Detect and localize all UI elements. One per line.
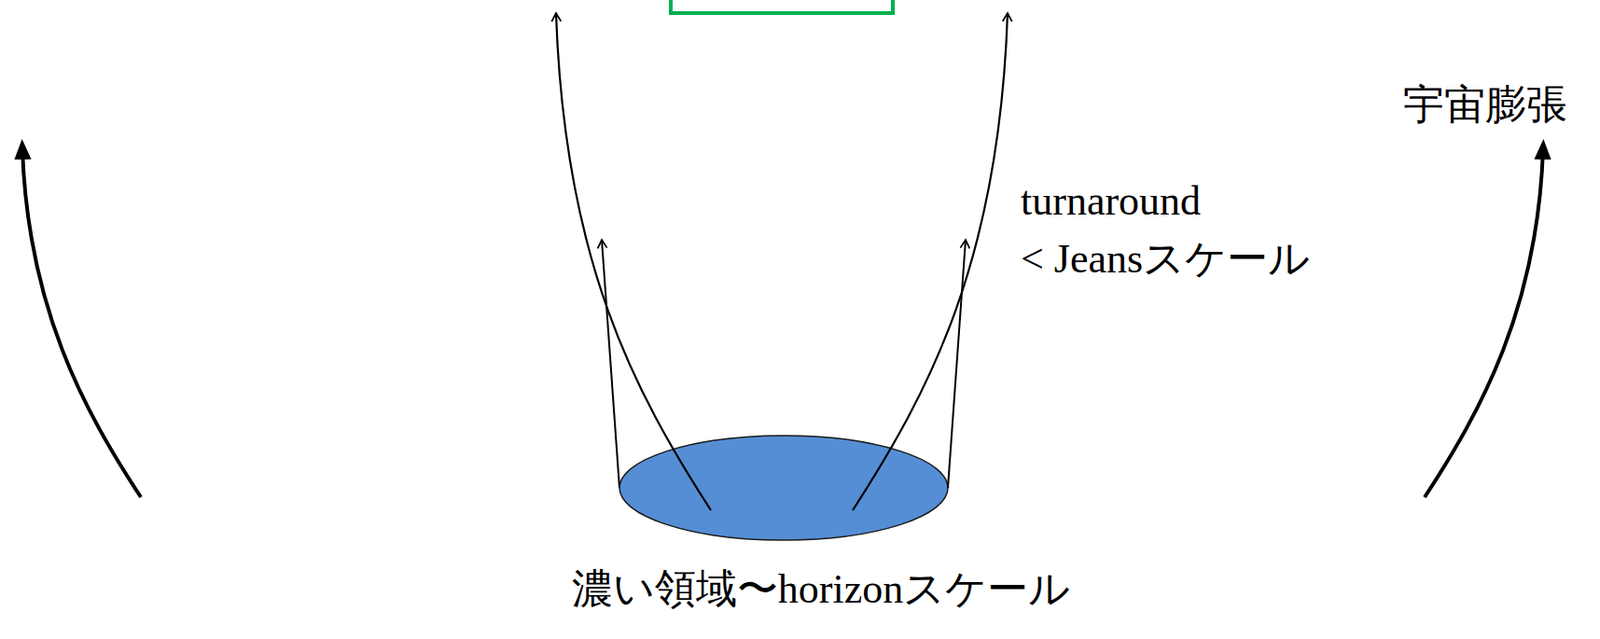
ellipse-outline [601, 167, 966, 275]
region-label: turnaround < Jeansスケール [1020, 172, 1338, 288]
region-ellipse [140, 332, 1425, 639]
cosmic-expansion-arrow [1424, 149, 1544, 498]
collapse-arrow [947, 239, 966, 488]
line-spacer [1216, 172, 1338, 182]
label-holder: 宇宙膨張 [1403, 76, 1568, 135]
cosmic-expansion-arrow [22, 149, 141, 498]
expansion-curve [852, 13, 1008, 511]
region-ellipse [603, 180, 962, 271]
text-holder: turnaround < Jeansスケール [1020, 172, 1338, 288]
collapse-arrow [601, 239, 620, 488]
expansion-curve [556, 13, 711, 511]
turnaround-region: turnaround < Jeansスケール [601, 167, 1349, 292]
expansion-label: 宇宙膨張 [1403, 76, 1568, 135]
region-label: 濃い領域〜horizonスケール [571, 560, 1071, 619]
horizon-region: 濃い領域〜horizonスケール [140, 332, 1425, 639]
green-frame [670, 0, 893, 14]
text-holder: 濃い領域〜horizonスケール [571, 560, 1071, 619]
dense-core-ellipse [619, 435, 948, 541]
